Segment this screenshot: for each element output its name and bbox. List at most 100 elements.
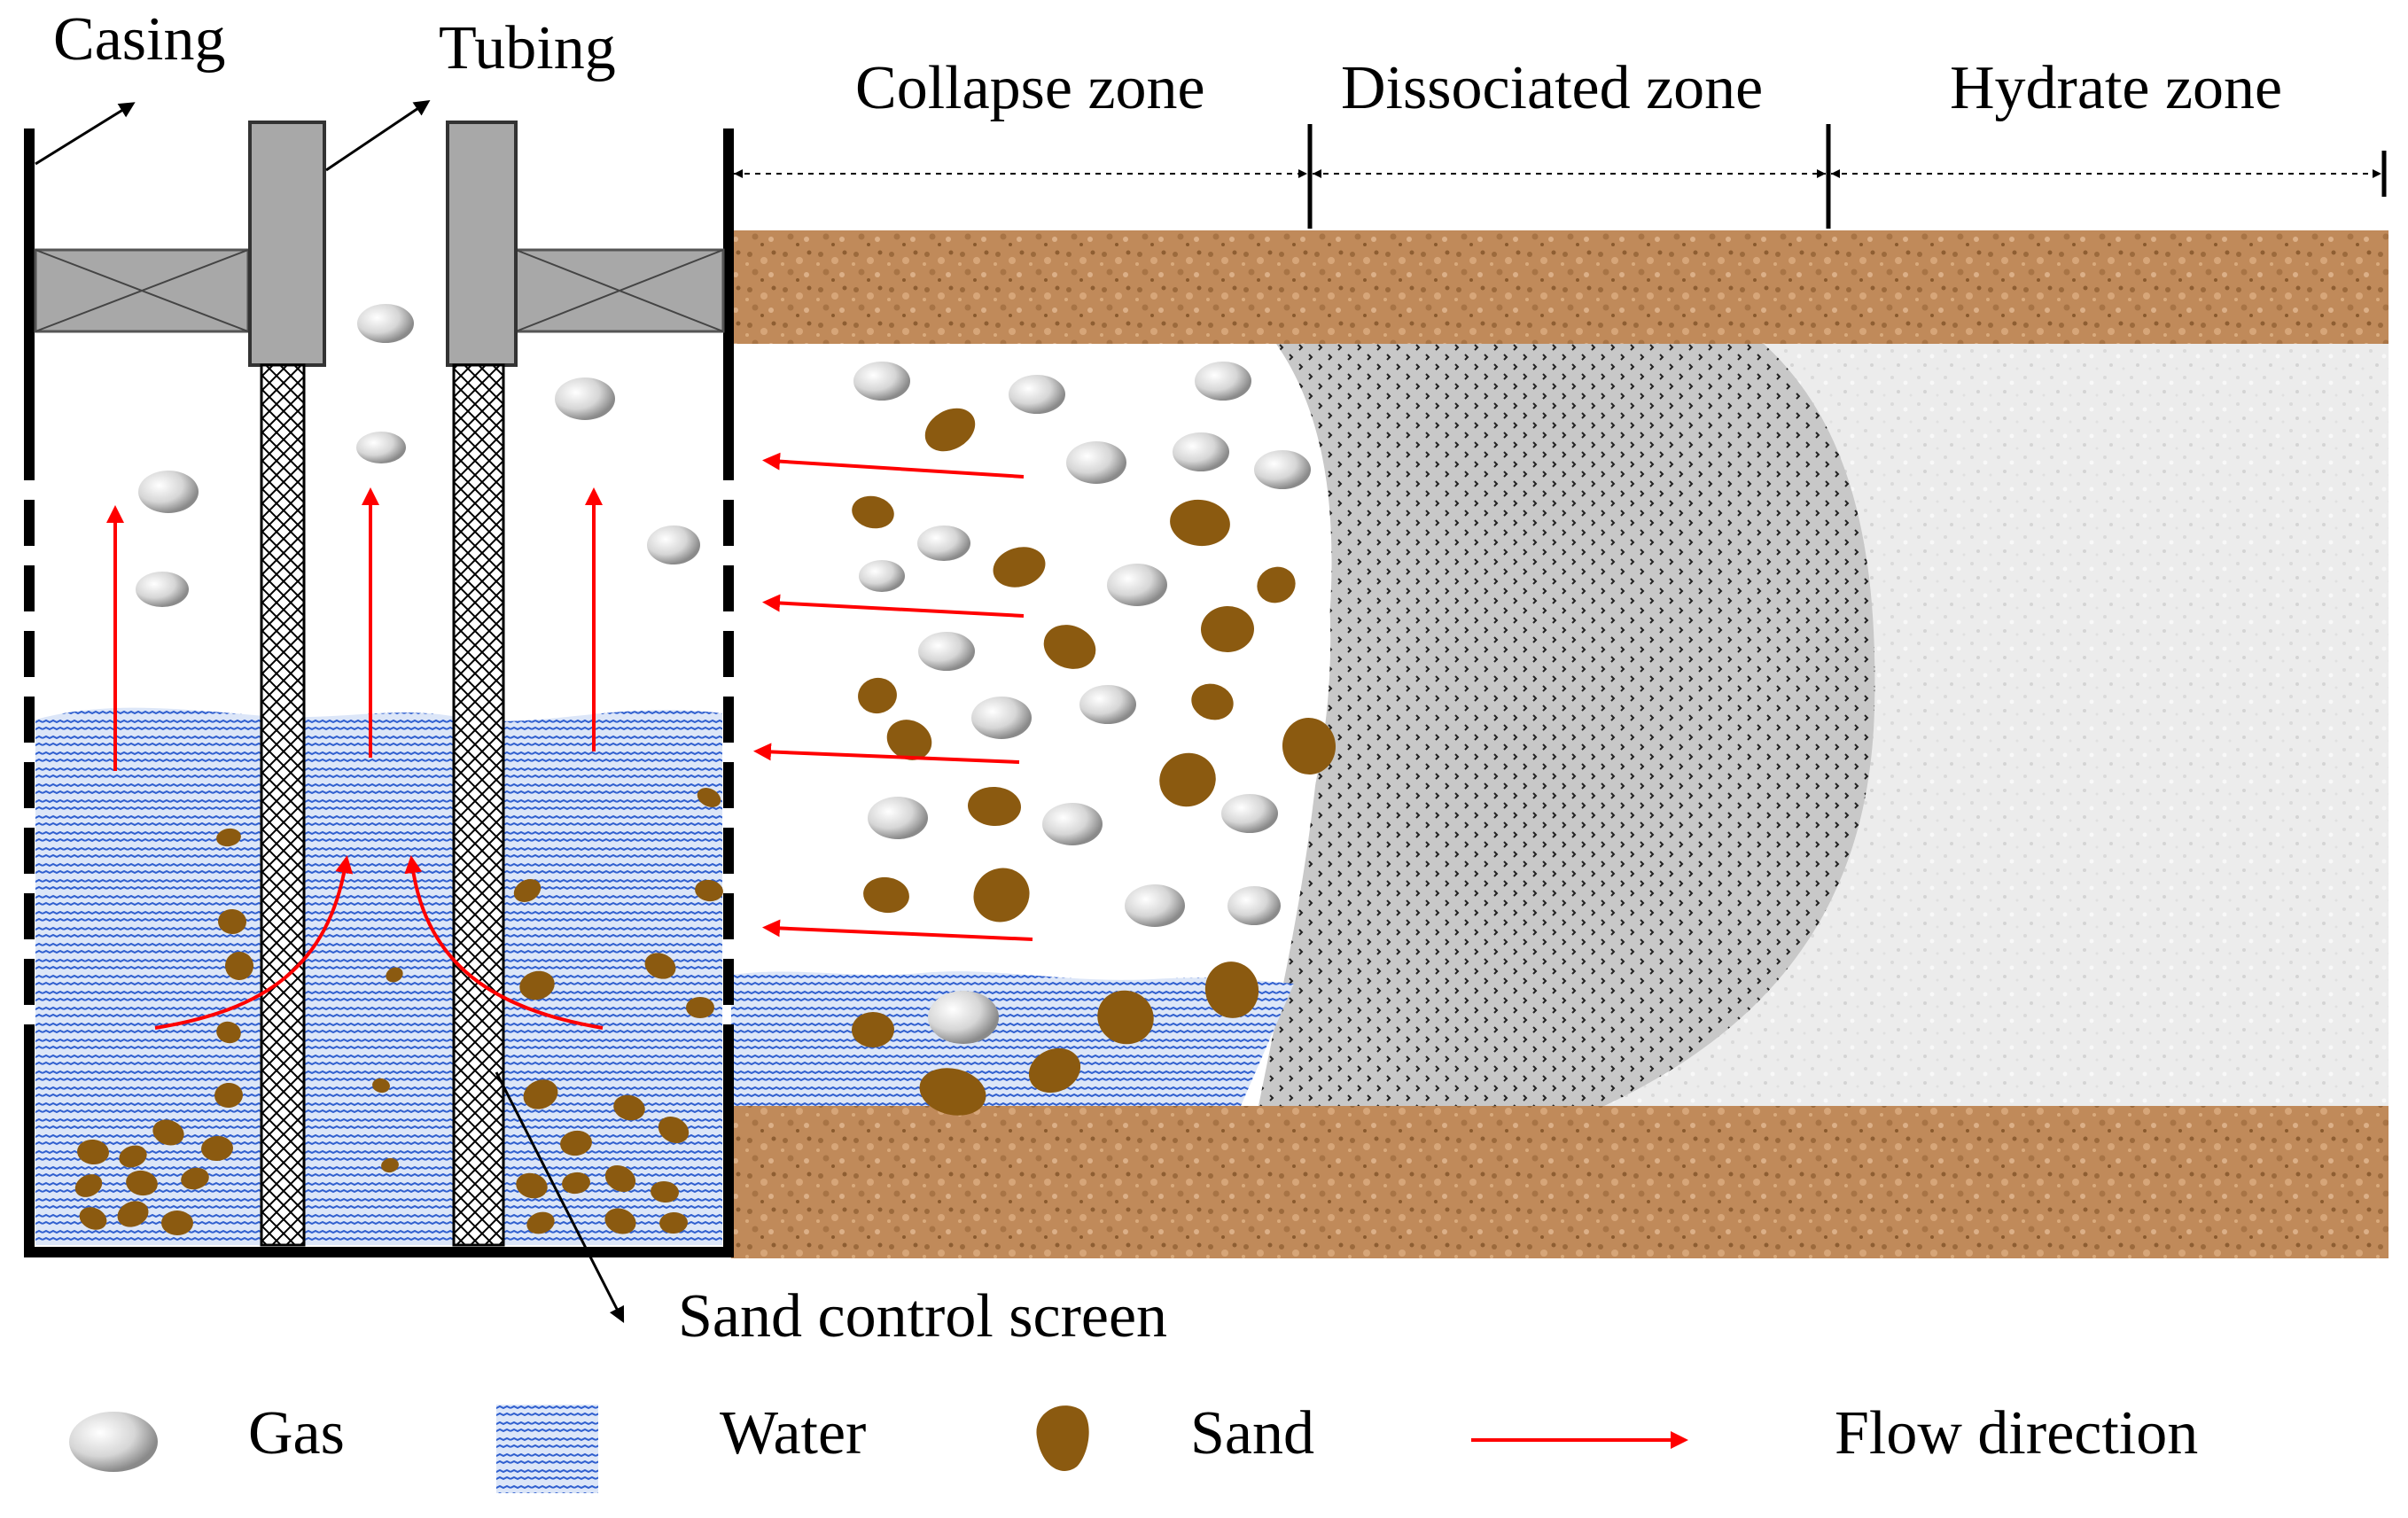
sand-grain (1097, 990, 1154, 1045)
legend: Gas Water Sand Flow direction (69, 1399, 2198, 1493)
sand-grain (117, 1201, 149, 1227)
flow-arrow-left-3 (753, 743, 1020, 764)
gas-bubble (853, 362, 910, 401)
sand-grain (604, 1208, 636, 1234)
sand-grain (218, 908, 246, 935)
gas-bubble (868, 797, 928, 839)
lower-sediment-layer (731, 1106, 2389, 1258)
sand-grain (372, 1078, 390, 1094)
sand-grain (181, 1167, 209, 1190)
legend-water: Water (496, 1399, 866, 1493)
gas-bubble (1173, 432, 1229, 471)
casing-label: Casing (53, 5, 225, 74)
sand-grain (225, 952, 253, 980)
gas-bubble (1227, 886, 1281, 925)
sand-grain (886, 720, 932, 760)
sand-grain (79, 1207, 107, 1230)
gas-bubble-icon (69, 1412, 158, 1472)
sand-grain (686, 997, 714, 1018)
sand-grain (858, 677, 897, 714)
sand-grain (1043, 625, 1096, 669)
flow-arrow-left-2 (762, 594, 1025, 618)
gas-bubble (1125, 884, 1185, 927)
legend-water-label: Water (720, 1399, 866, 1467)
sand-grain (604, 1164, 636, 1193)
tubing-head-right (446, 121, 518, 367)
sand-grain (1191, 683, 1234, 720)
sand-grain (161, 1210, 193, 1236)
sand-grain (613, 1094, 645, 1121)
gas-bubble (647, 525, 700, 564)
upper-sediment-layer (731, 230, 2389, 344)
sand-grain (1282, 718, 1336, 775)
flow-arrow-curve-left (154, 855, 354, 1030)
sand-control-screen-label: Sand control screen (678, 1282, 1167, 1351)
sand-grain (201, 1135, 233, 1162)
formation (731, 230, 2389, 1258)
sand-grain (993, 547, 1046, 588)
sand-grain (526, 1211, 555, 1234)
legend-flow-label: Flow direction (1835, 1399, 2198, 1467)
flow-arrow-left-4 (762, 919, 1033, 941)
sand-grain (651, 1180, 679, 1203)
flow-arrow-curve-right (404, 855, 604, 1030)
sand-grain (919, 1068, 986, 1116)
screen-callout-arrow (495, 1071, 625, 1324)
sand-control-screen-right (452, 363, 505, 1247)
sand-grain (1201, 605, 1254, 653)
gas-bubble (1195, 362, 1251, 401)
sand-grain (695, 879, 723, 902)
gas-bubble (136, 572, 189, 607)
wellbore (24, 121, 734, 1257)
wellbore-water (35, 707, 722, 1245)
gas-bubble (1254, 450, 1311, 489)
sand-grain (1028, 1047, 1081, 1094)
gas-bubble (971, 697, 1032, 739)
packer-left (34, 248, 250, 333)
gas-bubble (138, 471, 199, 513)
sand-grain (658, 1117, 690, 1143)
sand-grain (214, 1082, 243, 1109)
sand-grain (560, 1130, 592, 1156)
sand-grain-icon (1036, 1405, 1089, 1471)
sand-grain (1159, 752, 1216, 807)
sand-grain (381, 1157, 399, 1173)
sand-grain (852, 1011, 894, 1048)
zone-dimension-lines (729, 124, 2387, 229)
gas-bubble (918, 632, 975, 671)
dissociated-zone-area (1188, 344, 1875, 1106)
tubing-callout-arrow (325, 99, 431, 172)
legend-sand: Sand (1036, 1399, 1314, 1471)
hydrate-zone-label: Hydrate zone (1950, 54, 2282, 122)
sand-grain (77, 1139, 109, 1165)
sand-grain (119, 1145, 147, 1168)
sand-grain (1170, 499, 1230, 547)
gas-bubble (1221, 794, 1278, 833)
sand-grain (697, 788, 721, 807)
collapse-zone-water (731, 971, 1294, 1106)
sand-grain (216, 828, 241, 847)
sand-grain (644, 953, 676, 979)
sand-grain (562, 1172, 590, 1195)
sand-grain (659, 1211, 688, 1234)
gas-bubble (356, 432, 406, 463)
sand-grain (74, 1174, 103, 1197)
tubing-label: Tubing (439, 14, 616, 82)
sand-grain (523, 1079, 558, 1109)
gas-bubble (357, 304, 414, 343)
gas-bubble (555, 378, 615, 420)
gas-bubble (1066, 441, 1126, 484)
legend-flow: Flow direction (1471, 1399, 2198, 1467)
sand-grain (513, 879, 542, 902)
sand-grain (968, 786, 1021, 827)
gas-bubble (1079, 685, 1136, 724)
sand-grain (973, 868, 1030, 922)
gas-bubble (1009, 375, 1065, 414)
flow-arrows (106, 452, 1033, 1030)
gas-bubble (1107, 564, 1167, 606)
sand-grain (216, 1021, 241, 1044)
gas-bubble (859, 560, 905, 592)
flow-arrow-left-1 (762, 452, 1025, 479)
sand-grain (386, 967, 403, 983)
